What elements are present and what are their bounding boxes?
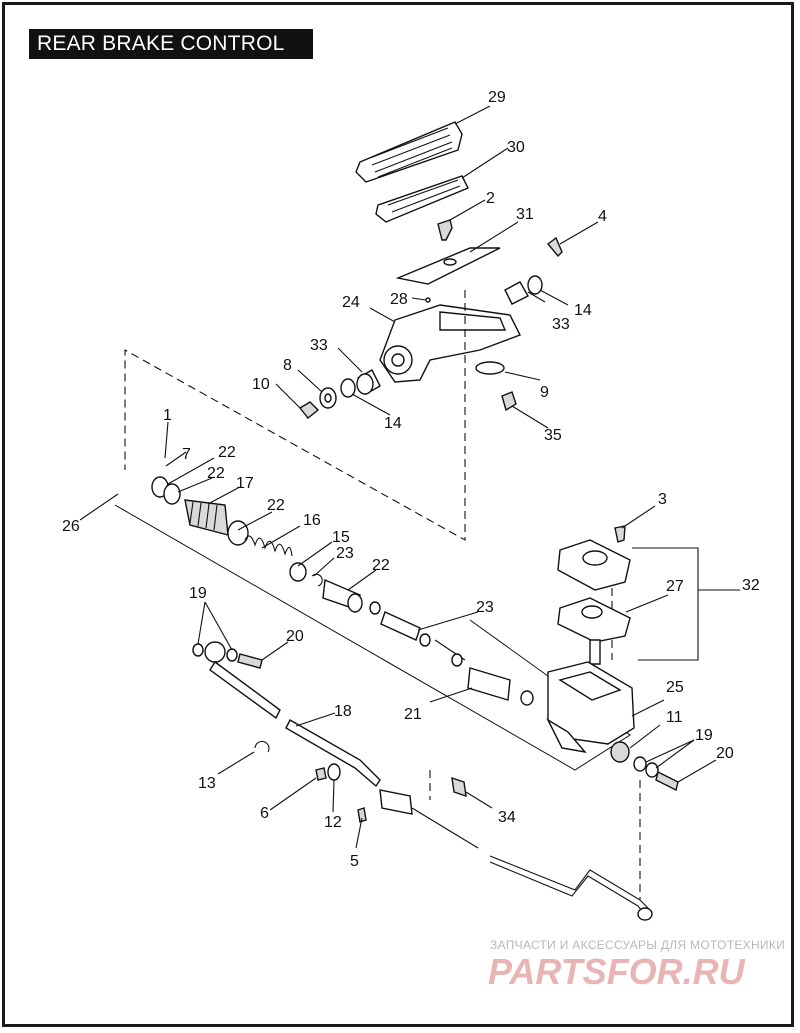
washer-19-left (192, 643, 238, 662)
pedal-bushing (356, 369, 381, 395)
watermark-logo: PARTSFOR.RU (488, 952, 746, 992)
callout-27: 27 (666, 578, 684, 595)
page-title: REAR BRAKE CONTROL (29, 29, 313, 59)
callout-25: 25 (666, 679, 684, 696)
rubber-boot (184, 499, 229, 536)
banjo-bolt-right (655, 770, 679, 792)
callout-22-third: 22 (267, 497, 285, 514)
callout-14-left: 14 (384, 415, 402, 432)
callout-2: 2 (486, 190, 495, 207)
brake-pedal (379, 304, 521, 383)
reservoir-plug (589, 639, 601, 665)
callout-20-right: 20 (716, 745, 734, 762)
brake-hose (209, 660, 381, 788)
callout-17: 17 (236, 475, 254, 492)
reservoir-cover (557, 539, 631, 591)
footpeg-plate (395, 247, 501, 285)
callout-14-right: 14 (574, 302, 592, 319)
leader-lines (79, 105, 717, 849)
callout-15: 15 (332, 529, 350, 546)
cylinder-insert (467, 667, 511, 701)
callout-26: 26 (62, 518, 80, 535)
callout-4: 4 (598, 208, 607, 225)
brake-line (411, 807, 653, 921)
callout-1: 1 (163, 407, 172, 424)
watermark-brand: PARTSFOR.RU (488, 952, 746, 992)
brake-light-switch (451, 776, 467, 798)
o-ring-seal (369, 601, 534, 706)
hex-nut-11 (610, 741, 630, 763)
o-ring-left (340, 378, 356, 398)
cover-screw (614, 525, 626, 543)
callout-22-fourth: 22 (372, 557, 390, 574)
callout-29: 29 (488, 89, 506, 106)
return-spring (244, 535, 293, 557)
callout-16: 16 (303, 512, 321, 529)
callout-34: 34 (498, 809, 516, 826)
banjo-bolt-left (237, 653, 263, 669)
callout-18: 18 (334, 703, 352, 720)
washer-19-right (633, 756, 659, 778)
callout-23-lower: 23 (476, 599, 494, 616)
washer-left (319, 387, 337, 409)
callout-3: 3 (658, 491, 667, 508)
washer-22 (227, 520, 249, 546)
callout-19-right: 19 (695, 727, 713, 744)
watermark-caption: ЗАПЧАСТИ И АКСЕССУАРЫ ДЛЯ МОТОТЕХНИКИ (490, 938, 786, 952)
callout-21: 21 (404, 706, 422, 723)
clip-ring (311, 573, 323, 587)
callout-33-right: 33 (552, 316, 570, 333)
callout-7: 7 (182, 446, 191, 463)
footpeg-insert (375, 175, 469, 223)
retainer-ring (289, 562, 307, 582)
callout-9: 9 (540, 384, 549, 401)
nut-left (298, 401, 320, 419)
callout-6: 6 (260, 805, 269, 822)
callout-19-left: 19 (189, 585, 207, 602)
clamp-12 (327, 763, 341, 781)
screw-5 (357, 807, 367, 823)
callout-22-second: 22 (207, 465, 225, 482)
small-pin (425, 297, 431, 303)
pivot-screw (546, 236, 563, 258)
hose-clip (254, 740, 270, 753)
master-cylinder-body (546, 661, 635, 754)
callout-30: 30 (507, 139, 525, 156)
acorn-nut (501, 391, 517, 412)
bracket-32 (632, 547, 740, 661)
callout-33-left: 33 (310, 337, 328, 354)
flat-head-screw (437, 219, 453, 241)
callout-10: 10 (252, 376, 270, 393)
callout-20-left: 20 (286, 628, 304, 645)
retaining-washer (163, 483, 181, 505)
callout-32: 32 (742, 577, 760, 594)
diaphragm (557, 597, 631, 643)
piston-assembly (380, 611, 421, 641)
bushing-right (504, 281, 529, 305)
callout-35: 35 (544, 427, 562, 444)
alignment-line (124, 290, 466, 541)
callout-28: 28 (390, 291, 408, 308)
callout-labels: 29 30 2 31 4 28 24 33 8 10 14 33 14 9 35… (62, 89, 760, 870)
callout-13: 13 (198, 775, 216, 792)
pedal-washer (475, 361, 505, 375)
callout-8: 8 (283, 357, 292, 374)
callout-31: 31 (516, 206, 534, 223)
callout-22-top: 22 (218, 444, 236, 461)
callout-11: 11 (666, 709, 683, 726)
banjo-fitting (204, 641, 226, 663)
callout-5: 5 (350, 853, 359, 870)
screw-6 (315, 767, 327, 781)
o-ring-right (527, 275, 543, 295)
callout-24: 24 (342, 294, 360, 311)
callout-23-upper: 23 (336, 545, 354, 562)
callout-12: 12 (324, 814, 342, 831)
footpeg-rubber-pad (355, 121, 463, 183)
union-fitting (379, 789, 413, 815)
